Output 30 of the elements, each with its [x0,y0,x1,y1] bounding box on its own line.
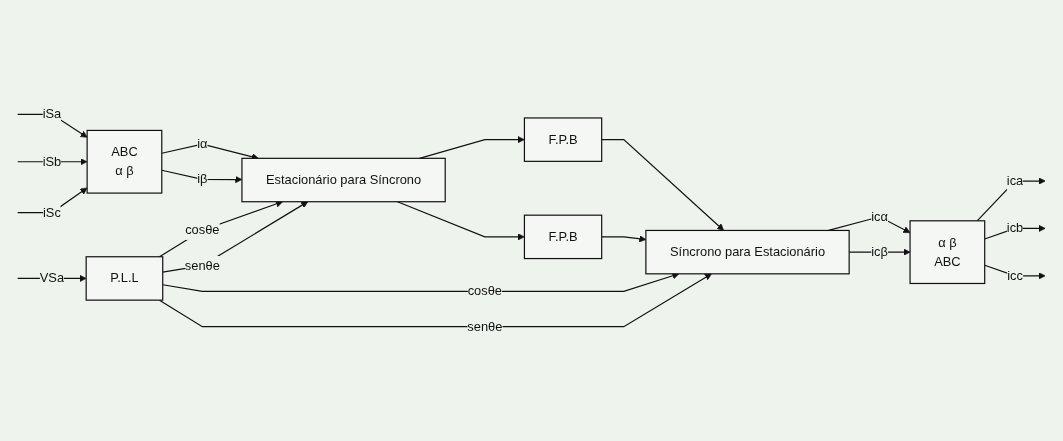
node-box: ABC α β [86,129,163,194]
node-box: α β ABC [909,220,986,285]
arrow [984,264,1046,280]
arrow [158,273,712,328]
node-box: Estacionário para Síncrono [241,157,446,203]
node-box: P.L.L [85,256,164,301]
edge-label: cosθe [467,284,502,298]
node-box: F.P.B [523,214,603,260]
node-box: Síncrono para Estacionário [645,229,850,275]
edge-label: icc [1007,268,1023,283]
edge-label: VSa [39,271,65,285]
edge-label: cosθe [185,223,220,237]
edge-label: ica [1006,173,1024,188]
edge-label: iα [197,136,208,151]
edge-label: senθe [184,258,220,273]
arrow [976,177,1046,222]
edge-label: iSb [42,154,62,169]
node-box: F.P.B [523,117,603,162]
arrow [162,272,680,292]
edge-label: icβ [871,244,888,259]
arrow [396,201,525,241]
edge-label: iSc [42,205,61,219]
arrow [17,113,88,138]
arrow [601,139,724,231]
edge-label: icb [1006,221,1024,235]
edge-label: iβ [197,172,208,186]
edge-label: senθe [467,319,503,334]
edge-label: icα [871,209,888,224]
arrow [984,224,1046,240]
edge-label: iSa [42,107,62,121]
